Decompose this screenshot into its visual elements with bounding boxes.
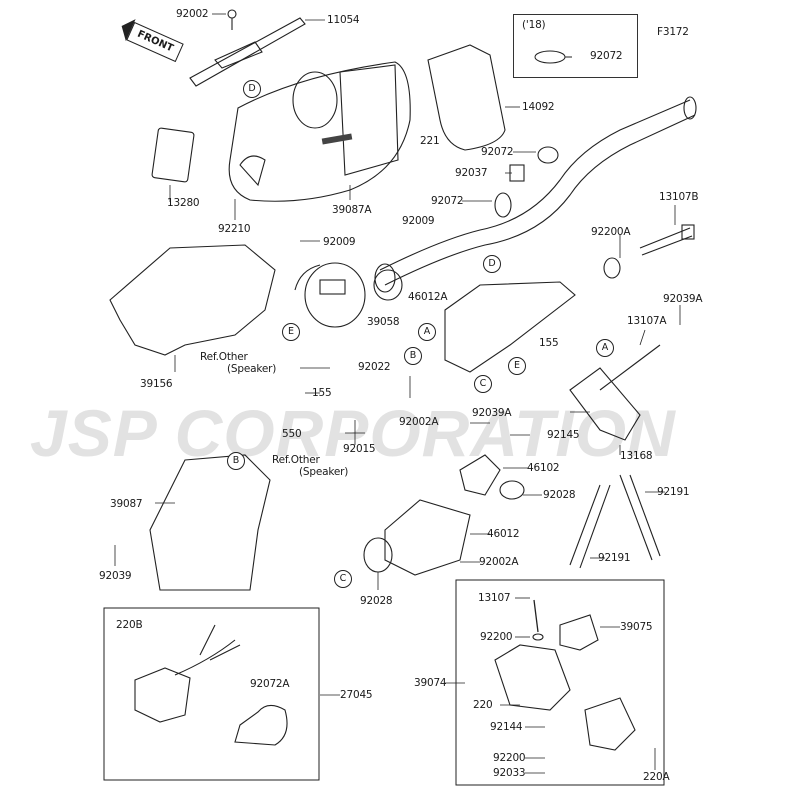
part-label-39075[interactable]: 39075 (620, 621, 653, 633)
callout-b-housing: B (404, 347, 422, 365)
part-label-13280[interactable]: 13280 (167, 197, 200, 209)
part-label-92200A[interactable]: 92200A (591, 226, 631, 238)
part-label-92015[interactable]: 92015 (343, 443, 376, 455)
part-label-92191-b[interactable]: 92191 (598, 552, 631, 564)
part-label-155-b[interactable]: 155 (312, 387, 332, 399)
part-label-155-a[interactable]: 155 (539, 337, 559, 349)
ref-other-label-1: Ref.Other (200, 351, 248, 363)
band-92072-b (494, 192, 512, 218)
part-label-92039A-a[interactable]: 92039A (663, 293, 703, 305)
part-label-92072-a[interactable]: 92072 (481, 146, 514, 158)
kit-box-27045 (103, 607, 320, 781)
kit-box-39074 (455, 579, 665, 786)
housing-46012 (384, 499, 471, 576)
part-label-92028-a[interactable]: 92028 (543, 489, 576, 501)
part-label-92200-a[interactable]: 92200 (480, 631, 513, 643)
callout-d-top: D (243, 80, 261, 98)
bolt-13107B (639, 224, 695, 256)
washer-92028-b (499, 480, 525, 500)
ref-speaker-label-2: (Speaker) (299, 466, 349, 478)
speaker-unit (294, 262, 366, 328)
washer-92200A (603, 257, 621, 279)
band-icon (534, 50, 572, 64)
lanyard-wires (174, 624, 241, 676)
part-label-92009-b[interactable]: 92009 (323, 236, 356, 248)
part-label-46102[interactable]: 46102 (527, 462, 560, 474)
part-label-92002[interactable]: 92002 (176, 8, 209, 20)
part-label-92002A-b[interactable]: 92002A (479, 556, 519, 568)
part-label-39156[interactable]: 39156 (140, 378, 173, 390)
part-label-92033[interactable]: 92033 (493, 767, 526, 779)
inset-box-part: 92072 (590, 50, 623, 62)
switch-27045 (134, 667, 191, 723)
ref-speaker-label-1: (Speaker) (227, 363, 277, 375)
part-label-92144[interactable]: 92144 (490, 721, 523, 733)
callout-e-speaker: E (282, 323, 300, 341)
callout-c-housing: C (474, 375, 492, 393)
callout-c-washer: C (334, 570, 352, 588)
lever-13168 (569, 367, 641, 441)
switch-220A (584, 697, 636, 751)
part-label-13168[interactable]: 13168 (620, 450, 653, 462)
part-label-39074[interactable]: 39074 (414, 677, 447, 689)
part-label-220A[interactable]: 220A (643, 771, 670, 783)
clamp-92037 (509, 164, 525, 182)
part-label-92210[interactable]: 92210 (218, 223, 251, 235)
ref-other-label-2: Ref.Other (272, 454, 320, 466)
callout-d-housing: D (483, 255, 501, 273)
part-label-46012A[interactable]: 46012A (408, 291, 448, 303)
callout-a-lever: A (596, 339, 614, 357)
part-label-92037[interactable]: 92037 (455, 167, 488, 179)
part-label-13107B[interactable]: 13107B (659, 191, 699, 203)
part-label-11054[interactable]: 11054 (327, 14, 360, 26)
part-label-92191-a[interactable]: 92191 (657, 486, 690, 498)
part-label-39087[interactable]: 39087 (110, 498, 143, 510)
callout-b-cover: B (227, 452, 245, 470)
housing-39074 (494, 644, 571, 711)
part-label-39058[interactable]: 39058 (367, 316, 400, 328)
callout-a-housing: A (418, 323, 436, 341)
part-label-92072-b[interactable]: 92072 (431, 195, 464, 207)
part-label-92039A-b[interactable]: 92039A (472, 407, 512, 419)
cover-39087 (149, 454, 271, 591)
cover-39156 (109, 244, 276, 356)
inset-box-title: ('18) (522, 19, 546, 31)
part-label-550[interactable]: 550 (282, 428, 302, 440)
part-label-13107A[interactable]: 13107A (627, 315, 667, 327)
part-label-221[interactable]: 221 (420, 135, 440, 147)
part-label-92028-b[interactable]: 92028 (360, 595, 393, 607)
housing-46012A (444, 281, 576, 373)
part-label-92039[interactable]: 92039 (99, 570, 132, 582)
clamp-92072A (234, 704, 288, 746)
callout-e-housing: E (508, 357, 526, 375)
part-label-92002A-a[interactable]: 92002A (399, 416, 439, 428)
band-92072 (537, 146, 559, 164)
part-label-39087A[interactable]: 39087A (332, 204, 372, 216)
part-label-92022[interactable]: 92022 (358, 361, 391, 373)
cowl-39087A (228, 61, 411, 202)
plate-13280 (151, 127, 195, 183)
part-label-220[interactable]: 220 (473, 699, 493, 711)
switch-46102 (459, 454, 501, 496)
leader-lines (114, 13, 681, 774)
handlebar (374, 96, 697, 293)
part-label-14092[interactable]: 14092 (522, 101, 555, 113)
bracket-11054 (189, 9, 306, 87)
washer-92028 (363, 537, 393, 573)
part-label-220B[interactable]: 220B (116, 619, 143, 631)
cover-14092 (427, 44, 506, 151)
figure-id: F3172 (657, 26, 689, 38)
rods-92191 (569, 474, 661, 569)
part-label-92145[interactable]: 92145 (547, 429, 580, 441)
part-label-92072A[interactable]: 92072A (250, 678, 290, 690)
part-label-27045[interactable]: 27045 (340, 689, 373, 701)
part-label-92009-a[interactable]: 92009 (402, 215, 435, 227)
bracket-39075 (559, 614, 599, 651)
cap-39058 (373, 269, 403, 301)
part-label-92200-b[interactable]: 92200 (493, 752, 526, 764)
inset-box-2018 (513, 14, 638, 78)
part-label-13107[interactable]: 13107 (478, 592, 511, 604)
part-label-46012[interactable]: 46012 (487, 528, 520, 540)
